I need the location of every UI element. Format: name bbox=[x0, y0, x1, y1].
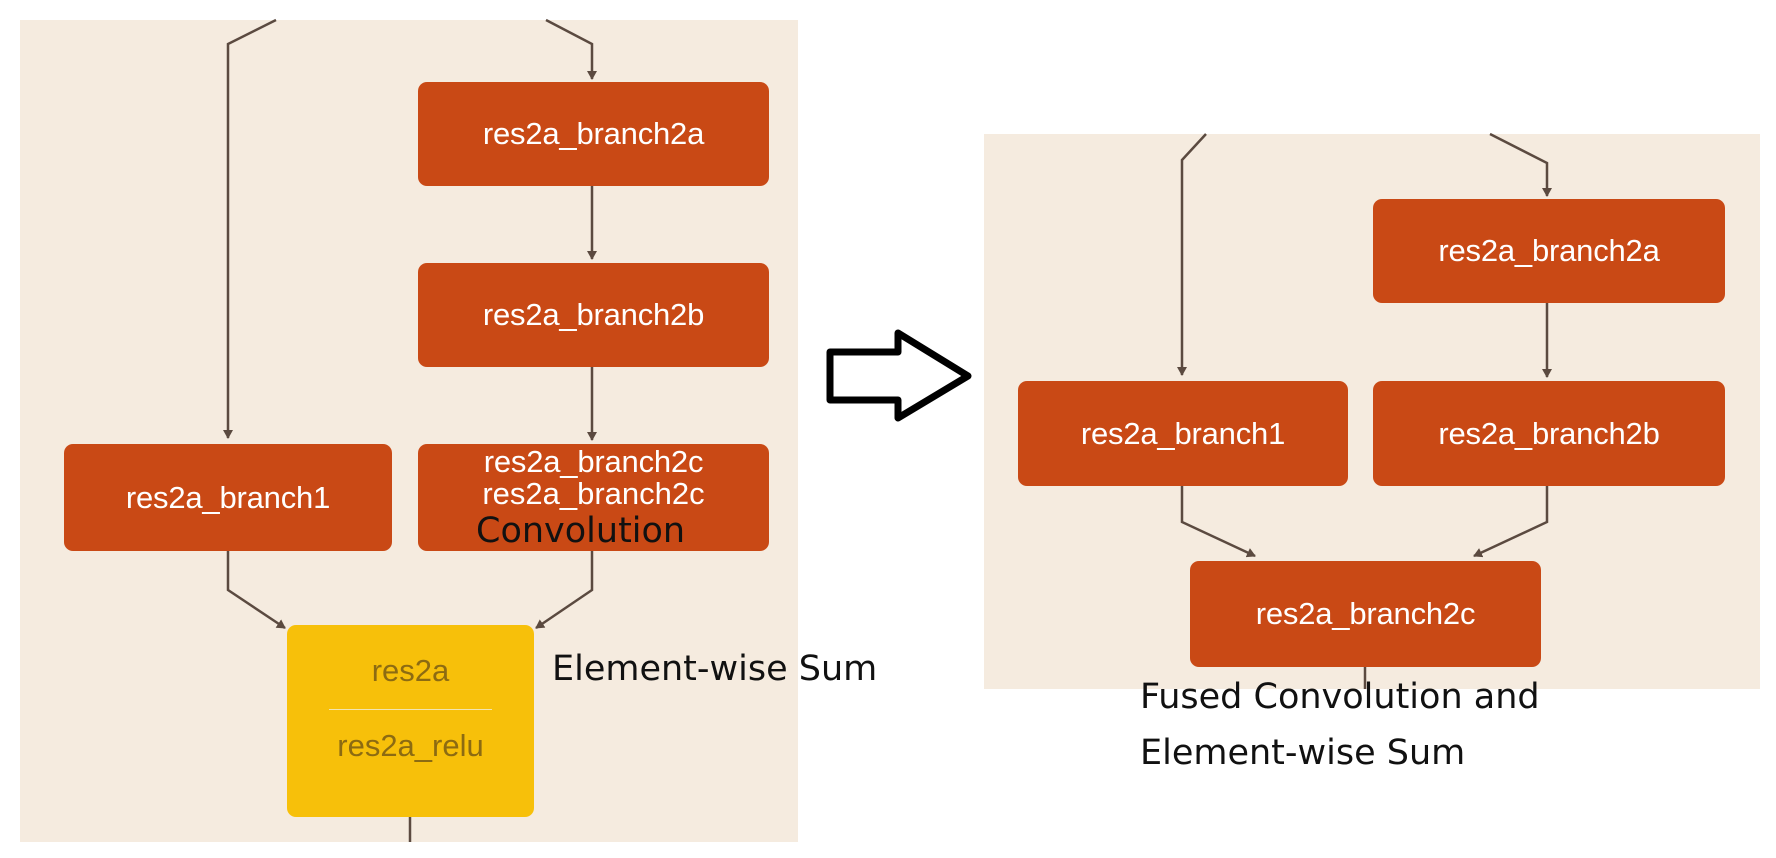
node-res2a-branch2b[interactable]: res2a_branch2b bbox=[418, 263, 769, 367]
node-res2a-branch2c[interactable]: res2a_branch2c bbox=[418, 444, 769, 551]
sum-node-divider bbox=[329, 709, 492, 710]
annotation-elementwise-sum: Element-wise Sum bbox=[552, 649, 878, 689]
node-res2a-branch2a-fused[interactable]: res2a_branch2a bbox=[1373, 199, 1725, 303]
edge-input-to-branch1-fused bbox=[1177, 133, 1207, 376]
sum-node-label: res2a bbox=[371, 653, 450, 688]
node-res2a-branch2c-fused[interactable]: res2a_branch2c bbox=[1190, 561, 1541, 667]
node-res2a-branch1-fused[interactable]: res2a_branch1 bbox=[1018, 381, 1348, 486]
node-res2a-branch1[interactable]: res2a_branch1 bbox=[64, 444, 392, 551]
branch2c-text-left: res2a_branch2c bbox=[482, 476, 705, 511]
annotation-fused-line1: Fused Convolution and bbox=[1140, 677, 1540, 717]
edge-input-to-branch2a-fused bbox=[1489, 132, 1552, 197]
transform-arrow-icon bbox=[826, 329, 972, 422]
node-res2a-branch2a[interactable]: res2a_branch2a bbox=[418, 82, 769, 186]
sum-node-relu-label: res2a_relu bbox=[337, 728, 484, 763]
edge-branch1-to-sum bbox=[226, 551, 286, 630]
edge-input-to-branch1 bbox=[223, 18, 277, 439]
edge-input-to-branch2a bbox=[545, 18, 597, 80]
edge-branch1-to-branch2c-fused bbox=[1180, 486, 1256, 558]
node-res2a-sum[interactable]: res2a res2a_relu bbox=[287, 625, 534, 817]
annotation-fused-line2: Element-wise Sum bbox=[1140, 733, 1466, 773]
edge-branch2c-to-sum bbox=[535, 551, 594, 630]
node-res2a-branch2b-fused[interactable]: res2a_branch2b bbox=[1373, 381, 1725, 486]
annotation-convolution: Convolution bbox=[476, 511, 686, 551]
edge-branch2b-to-branch2c-fused bbox=[1473, 486, 1549, 558]
